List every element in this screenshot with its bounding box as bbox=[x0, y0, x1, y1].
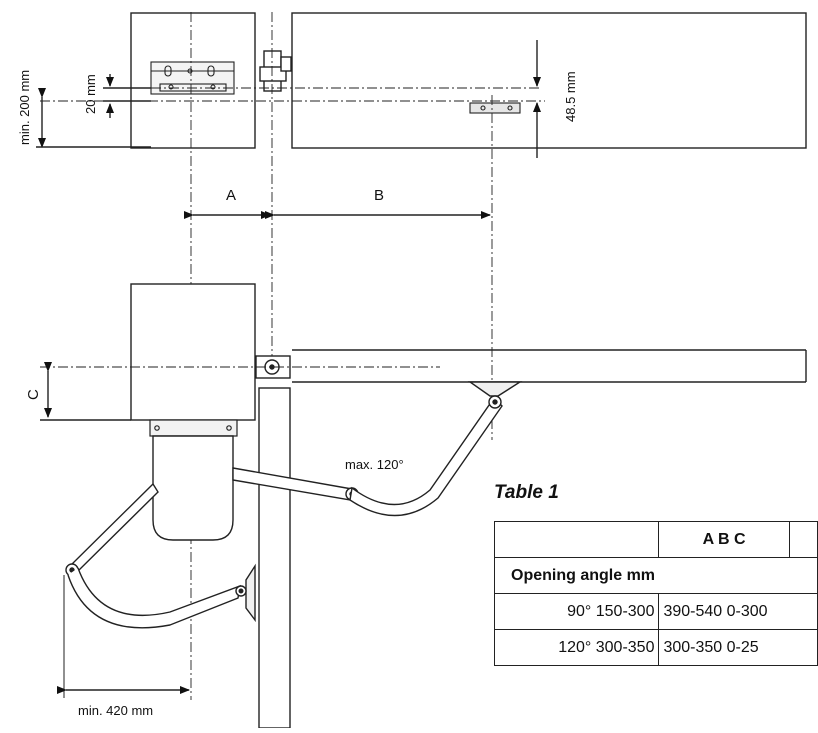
pillar-bracket-top bbox=[150, 61, 235, 95]
wall-bracket bbox=[245, 563, 256, 623]
table-cell-90-right: 390-540 0-300 bbox=[658, 593, 818, 630]
gate-bracket-top bbox=[469, 102, 521, 114]
table-header-abc: A B C bbox=[658, 521, 790, 558]
label-max-angle: max. 120° bbox=[345, 457, 404, 472]
pillar-bottom-view bbox=[130, 283, 256, 421]
label-48-5mm: 48.5 mm bbox=[563, 71, 578, 122]
table-row: 120° 300-350 300-350 0-25 bbox=[493, 629, 818, 666]
table-row: Opening angle mm bbox=[494, 557, 818, 594]
label-dim-b: B bbox=[374, 187, 384, 204]
motor-body bbox=[152, 435, 234, 541]
curved-arm-left bbox=[67, 567, 241, 629]
hinge-post bbox=[258, 387, 291, 729]
spec-table: A B C Opening angle mm 90° 150-300 390-5… bbox=[493, 521, 818, 666]
table-cell bbox=[493, 521, 660, 558]
bottom-view bbox=[40, 283, 807, 729]
label-dim-c: C bbox=[25, 389, 42, 400]
hinge-top-view bbox=[259, 50, 292, 92]
gate-leaf-bottom-view bbox=[292, 349, 807, 383]
table-row: A B C bbox=[493, 521, 818, 558]
table-cell bbox=[788, 521, 818, 558]
gate-bracket-bottom bbox=[467, 381, 523, 397]
table-cell-120-right: 300-350 0-25 bbox=[658, 629, 818, 666]
hinge-bottom-view bbox=[255, 355, 291, 379]
label-dim-a: A bbox=[226, 187, 236, 204]
table-cell-90-left: 90° 150-300 bbox=[493, 593, 660, 630]
motor-arm bbox=[65, 482, 159, 577]
table-row-label: Opening angle mm bbox=[494, 557, 818, 594]
table-title: Table 1 bbox=[494, 482, 559, 503]
gate-leaf-top-view bbox=[291, 12, 807, 149]
table-cell-120-left: 120° 300-350 bbox=[493, 629, 660, 666]
label-min-420: min. 420 mm bbox=[78, 703, 153, 718]
table-row: 90° 150-300 390-540 0-300 bbox=[493, 593, 818, 630]
top-view bbox=[36, 12, 807, 700]
label-20mm: 20 mm bbox=[83, 74, 98, 114]
label-min-200: min. 200 mm bbox=[17, 70, 32, 145]
gate-arm bbox=[232, 395, 503, 517]
pillar-top-view bbox=[130, 12, 256, 149]
